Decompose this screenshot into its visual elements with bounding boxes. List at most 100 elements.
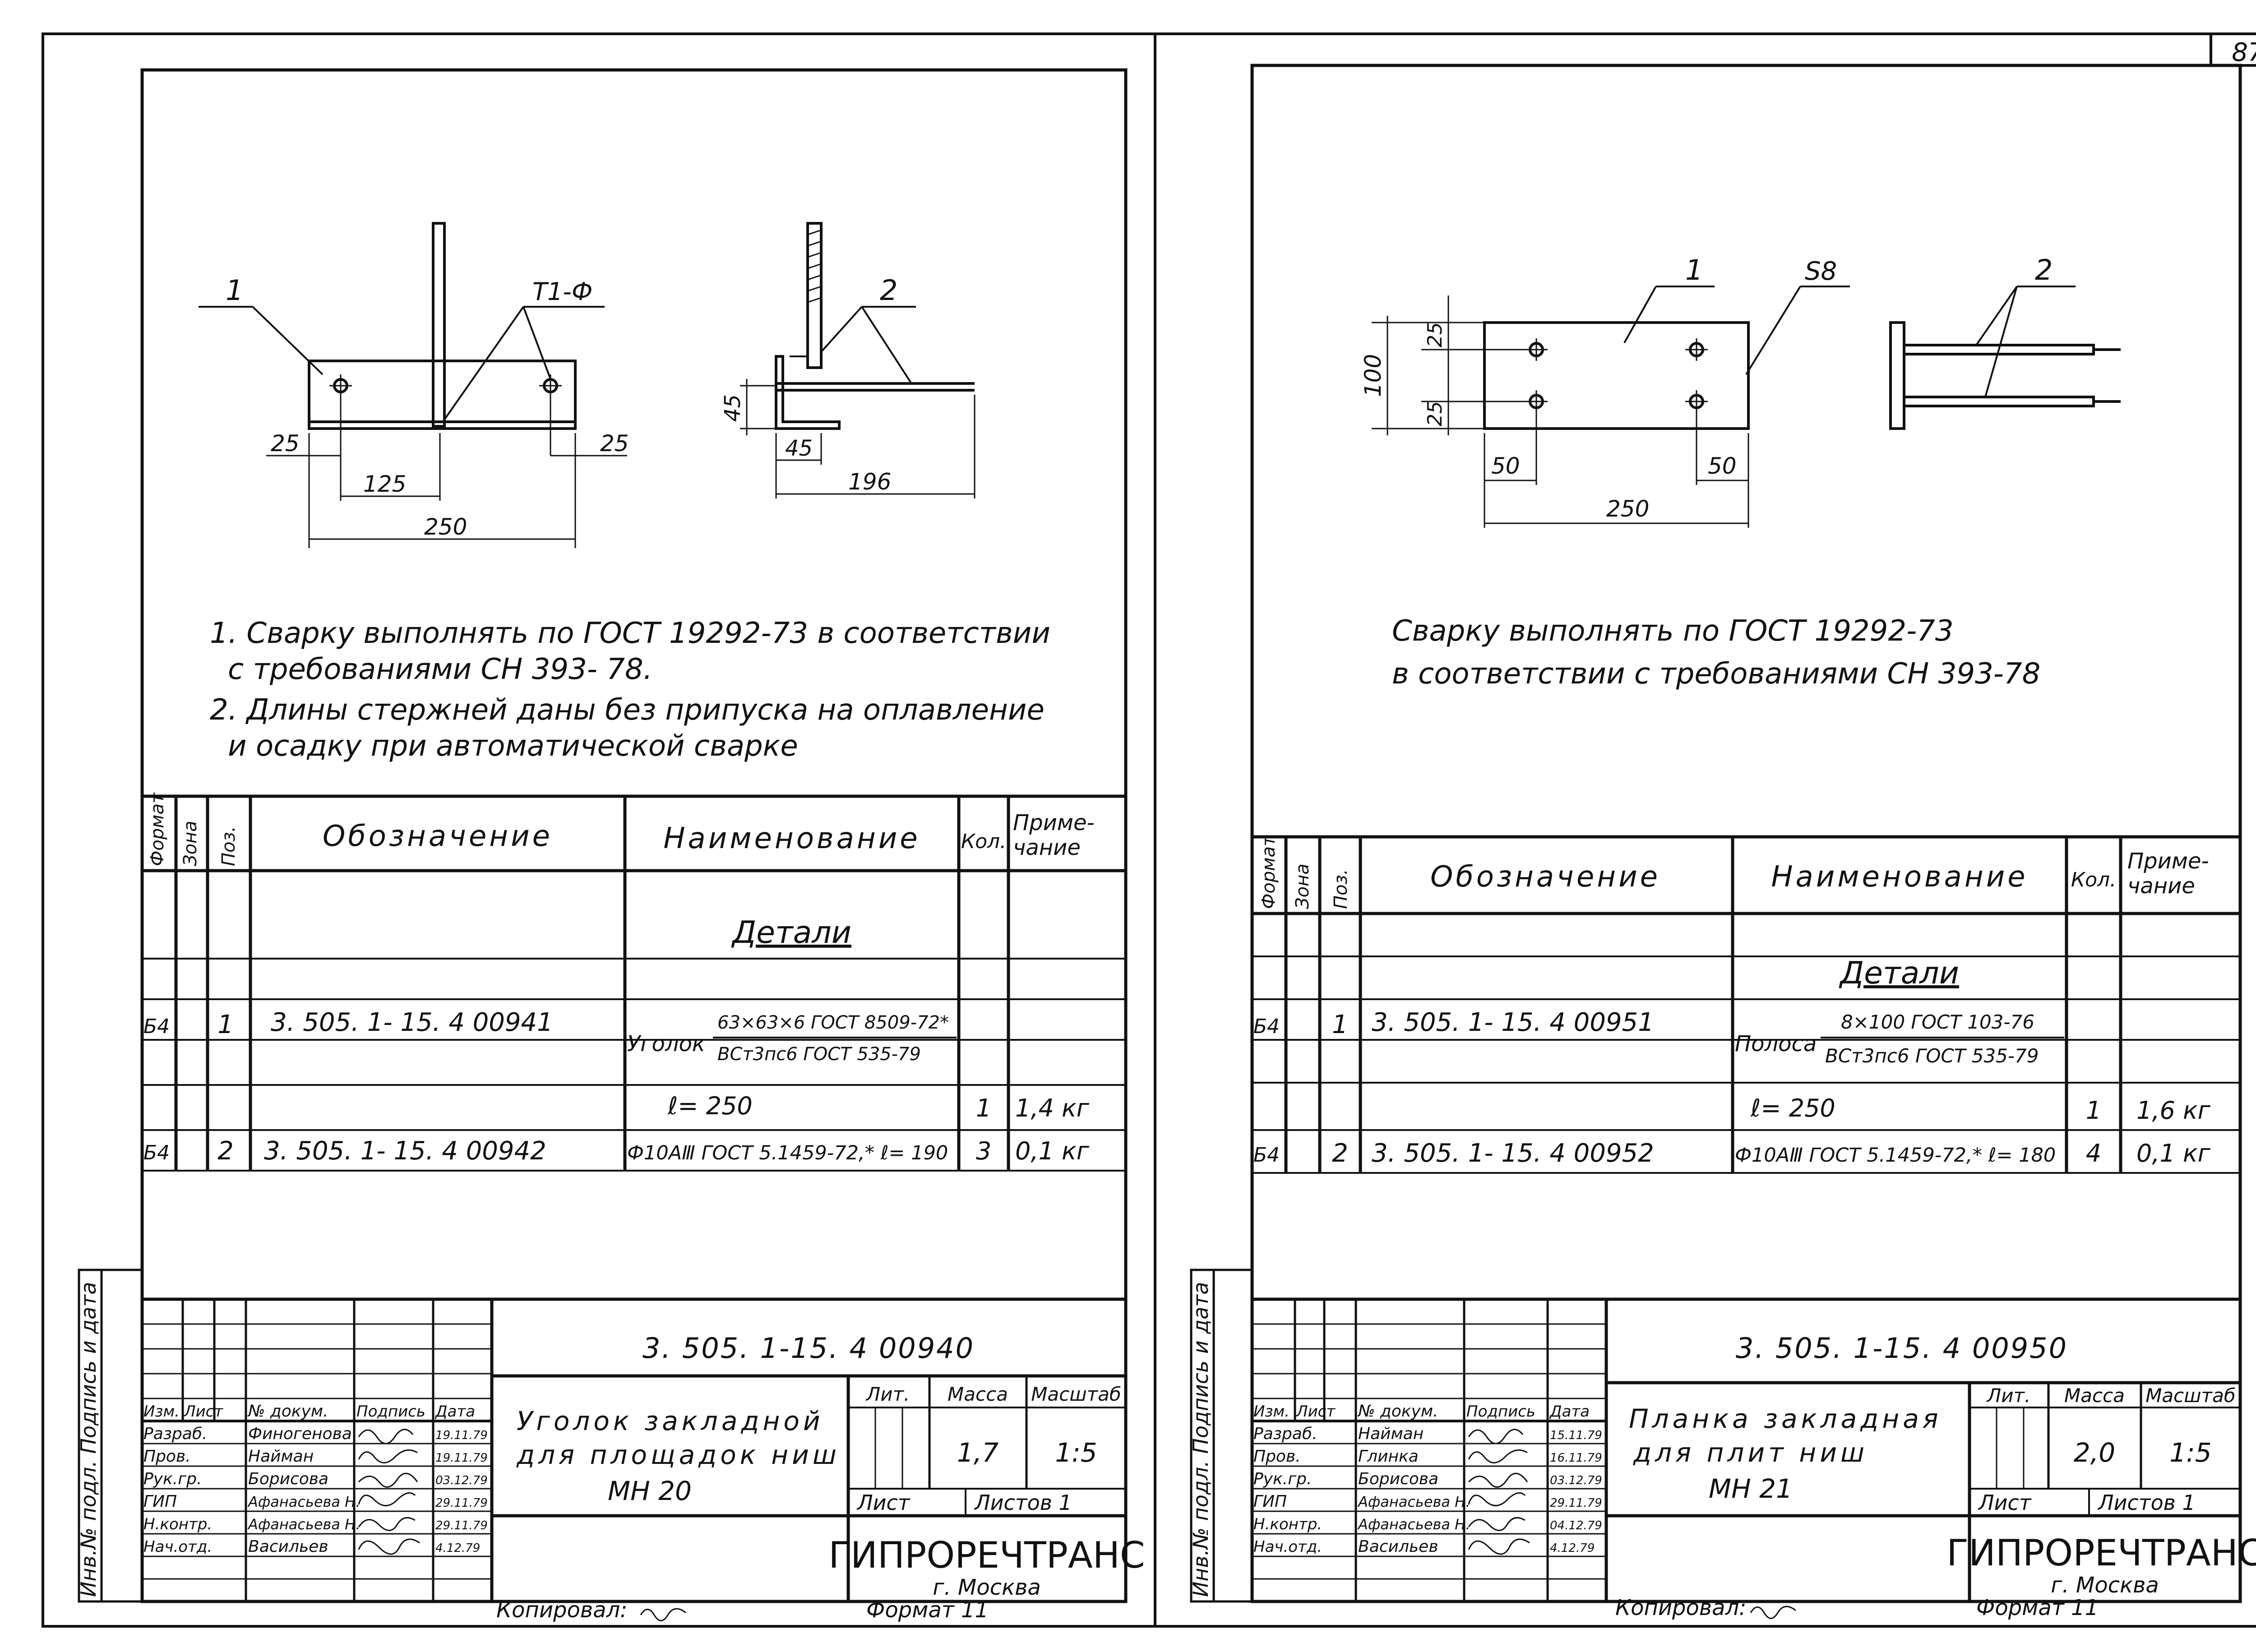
right-p0-role: Разраб. (1253, 1425, 1317, 1443)
right-pos2-label: 2 (2035, 254, 2053, 286)
left-p1-date: 19.11.79 (435, 1451, 488, 1465)
left-spec-header: Формат Зона Поз. Обозначение Наименовани… (147, 792, 1095, 866)
right-p2-date: 03.12.79 (1550, 1474, 1602, 1487)
right-dim-50a: 50 (1491, 453, 1520, 479)
sheet-number-box: 87 (2210, 32, 2256, 67)
right-format: Формат 11 (1976, 1595, 2099, 1620)
left-city: г. Москва (933, 1575, 1041, 1600)
right-head-doc: № докум. (1357, 1402, 1438, 1421)
right-people: Разраб. Найман 15.11.79 Пров. Глинка 16.… (1253, 1425, 1602, 1556)
left-p3-role: ГИП (143, 1492, 177, 1511)
left-r2-designation: 3. 505. 1- 15. 4 00942 (264, 1136, 546, 1166)
left-dim-45a: 45 (720, 394, 745, 422)
right-scale-value: 1:5 (2169, 1437, 2211, 1468)
right-spec-table-grid (1252, 835, 2240, 1174)
left-r1-length: ℓ= 250 (667, 1092, 753, 1120)
left-org-name: ГИПРОРЕЧТРАНС (828, 1534, 1145, 1576)
left-title-line-3: МН 20 (608, 1476, 692, 1506)
left-r2-pos: 2 (217, 1136, 234, 1166)
left-dim-45b: 45 (785, 436, 813, 461)
left-r1-name-top: 63×63×6 ГОСТ 8509-72* (717, 1012, 949, 1033)
right-head-sign: Подпись (1466, 1403, 1535, 1421)
left-p5-date: 4.12.79 (435, 1541, 480, 1555)
left-pos2-label: 2 (880, 274, 897, 307)
left-h-zone: Зона (180, 821, 201, 866)
right-p5-role: Нач.отд. (1253, 1538, 1322, 1556)
right-city: г. Москва (2051, 1573, 2159, 1598)
right-r2-note: 0,1 кг (2136, 1139, 2211, 1167)
left-head-date: Дата (435, 1403, 475, 1421)
left-p2-date: 03.12.79 (435, 1474, 488, 1487)
right-r2-pos: 2 (1332, 1139, 1348, 1168)
right-note-line-2: в соответствии с требованиями СН 393-78 (1392, 657, 2040, 691)
left-dim-25a: 25 (271, 430, 300, 457)
right-sheets-label: Листов 1 (2097, 1490, 2196, 1515)
left-h-note1: Приме- (1013, 810, 1095, 835)
left-p0-date: 19.11.79 (435, 1429, 488, 1442)
right-pos1-label: 1 (1685, 254, 1703, 286)
left-dim-250: 250 (424, 514, 467, 540)
left-note-line-2: с требованиями СН 393- 78. (228, 653, 652, 686)
sheet-number: 87 (2232, 38, 2256, 67)
left-r1-pos: 1 (217, 1010, 234, 1039)
right-dim-250: 250 (1606, 496, 1649, 522)
left-h-note2: чание (1013, 835, 1081, 860)
right-p1-date: 16.11.79 (1550, 1451, 1602, 1465)
right-p0-name: Найман (1358, 1425, 1424, 1443)
right-stamp-grid (1252, 1297, 2240, 1601)
right-lit-label: Лит. (1986, 1384, 2031, 1407)
left-p2-name: Борисова (248, 1470, 328, 1488)
left-r1-format: Б4 (143, 1015, 170, 1038)
right-title-line-3: МН 21 (1709, 1473, 1793, 1504)
right-notes: Сварку выполнять по ГОСТ 19292-73 в соот… (1392, 614, 2040, 691)
right-r1-name-bottom: ВСт3пс6 ГОСТ 535-79 (1825, 1045, 2039, 1067)
left-title-line-1: Уголок закладной (517, 1406, 824, 1436)
left-p0-role: Разраб. (143, 1425, 207, 1443)
left-sheet: Инв.№ подл. Подпись и дата (76, 68, 1145, 1623)
right-dim-50b: 50 (1708, 453, 1737, 479)
right-p1-role: Пров. (1253, 1447, 1301, 1466)
left-h-designation: Обозначение (323, 820, 553, 853)
right-stamp-head: Изм. Лист № докум. Подпись Дата (1253, 1402, 1590, 1421)
left-format: Формат 11 (866, 1597, 989, 1623)
left-h-name: Наименование (663, 822, 920, 855)
right-h-pos: Поз. (1331, 869, 1351, 909)
left-p4-name: Афанасьева Н. (247, 1516, 360, 1533)
left-doc-code: 3. 505. 1-15. 4 00940 (643, 1332, 975, 1365)
right-section-title: Детали (1839, 955, 1959, 991)
left-pos1-label: 1 (226, 274, 243, 307)
right-r1-name-prefix: Полоса (1735, 1031, 1817, 1057)
left-r1-name-prefix: Уголок (627, 1031, 705, 1057)
right-r1-name-top: 8×100 ГОСТ 103-76 (1841, 1011, 2034, 1033)
left-side-label: Инв.№ подл. Подпись и дата (76, 1282, 101, 1597)
right-r2-designation: 3. 505. 1- 15. 4 00952 (1372, 1139, 1654, 1168)
left-p1-role: Пров. (143, 1447, 191, 1466)
right-head-izm: Изм. (1253, 1403, 1290, 1421)
left-spec-body: Детали Б4 1 3. 505. 1- 15. 4 00941 Уголо… (143, 915, 1090, 1166)
left-signatures (358, 1429, 420, 1555)
right-copied-signature (1750, 1606, 1796, 1619)
left-frame (140, 68, 1128, 1603)
right-h-name: Наименование (1771, 860, 2028, 894)
left-dim-25b: 25 (600, 430, 629, 457)
right-mass-label: Масса (2064, 1384, 2125, 1407)
right-h-designation: Обозначение (1430, 860, 1660, 894)
left-head-sign: Подпись (356, 1403, 425, 1421)
left-head-list: Лист (183, 1403, 223, 1421)
right-p2-name: Борисова (1358, 1470, 1438, 1488)
right-r1-note: 1,6 кг (2136, 1096, 2211, 1125)
left-p2-role: Рук.гр. (143, 1470, 202, 1488)
right-dim-25b: 25 (1424, 401, 1447, 426)
right-r2-name: Ф10АⅢ ГОСТ 5.1459-72,* ℓ= 180 (1735, 1144, 2056, 1167)
left-r1-qty: 1 (976, 1094, 991, 1122)
left-scale-label: Масштаб (1031, 1383, 1121, 1405)
left-r2-qty: 3 (976, 1137, 991, 1165)
right-p3-name: Афанасьева Н. (1357, 1493, 1470, 1510)
left-note-line-1: 1. Сварку выполнять по ГОСТ 19292-73 в с… (210, 617, 1050, 650)
right-doc-code: 3. 505. 1-15. 4 00950 (1736, 1332, 2068, 1365)
left-dim-125: 125 (363, 471, 406, 497)
right-r1-qty: 1 (2086, 1096, 2101, 1125)
left-r2-note: 0,1 кг (1015, 1137, 1090, 1165)
right-spec-body: Детали Б4 1 3. 505. 1- 15. 4 00951 Полос… (1253, 955, 2211, 1168)
